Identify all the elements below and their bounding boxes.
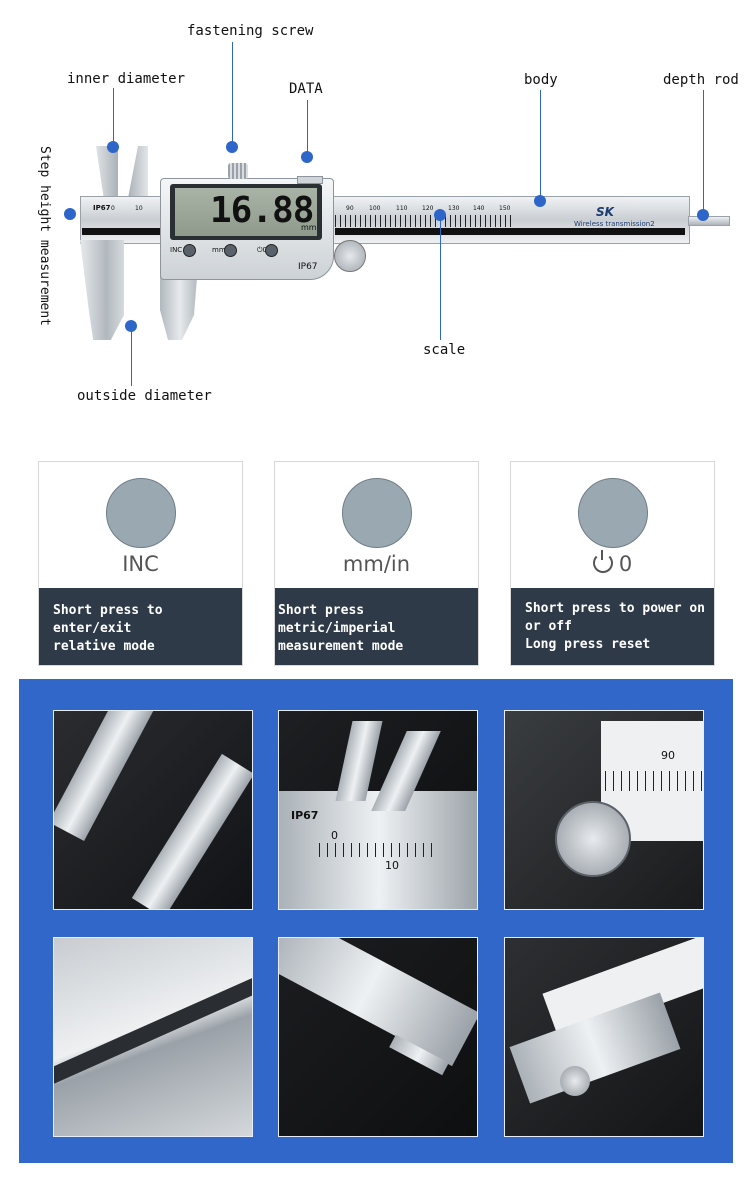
depth-rod-tip [688,216,730,226]
inner-jaw-left [96,146,118,198]
slider-ip-badge: IP67 [298,262,318,272]
photo-scale-number: 10 [385,859,399,872]
callout-dot [64,208,76,220]
callout-line [131,326,132,386]
lcd-screen [175,188,317,236]
callout-line [703,90,704,214]
fastening-screw-part [228,163,248,179]
thumb-wheel-photo: 90 [504,710,704,910]
label-inner-diameter: inner diameter [67,71,186,87]
button-card-mm-in: mm/in Short press metric/imperial measur… [274,461,479,666]
data-port [297,176,323,184]
jaw-scale-number: 10 [135,205,143,212]
button-card-inc: INC Short press to enter/exit relative m… [38,461,243,666]
callout-line [113,88,114,146]
beam-stripe [335,228,685,235]
mm-in-button[interactable] [224,244,237,257]
label-outside-diameter: outside diameter [77,388,212,404]
beam-edge-photo [53,937,253,1137]
beam-groove [54,965,252,1087]
scale-number: 150 [499,205,511,212]
mm-in-label: mm/in [212,246,234,254]
power-button[interactable] [265,244,278,257]
scale-number: 90 [346,205,354,212]
scale-number: 100 [369,205,381,212]
jaw-tip [335,721,383,801]
scale-number: 110 [396,205,408,212]
callout-dot [301,151,313,163]
slider-side-photo [504,937,704,1137]
jaw-ip67-photo: IP67 0 10 [278,710,478,910]
jaw-ip-badge: IP67 [93,204,111,212]
inc-label: INC [170,246,183,254]
card-key-label: 0 [511,550,714,576]
label-depth-rod: depth rod [663,72,739,88]
thumb-wheel-part [555,801,631,877]
callout-dot [434,209,446,221]
inner-jaw-right [128,146,148,198]
scale-number: 130 [448,205,460,212]
lcd-unit: mm [301,223,317,232]
brand-logo: SK [596,205,614,219]
label-body: body [524,72,558,88]
main-scale-ticks [335,215,515,227]
callout-dot [697,209,709,221]
callout-line [440,215,441,340]
callout-dot [534,195,546,207]
photo-ticks [319,843,439,857]
mm-in-button-icon [342,478,412,548]
callout-line [307,100,308,156]
button-card-power: 0 Short press to power on or off Long pr… [510,461,715,666]
brand-subtitle: Wireless transmission2 [574,220,655,228]
inc-button-icon [106,478,176,548]
callout-dot [226,141,238,153]
jaw-blade [131,753,252,909]
callout-dot [107,141,119,153]
lcd-reading: 16.88 [210,190,314,231]
label-step-height: Step height measurement [37,146,52,327]
jaw-scale-number: 0 [111,205,115,212]
photo-scale-number: 90 [661,749,675,762]
jaw-blade [54,711,160,842]
beam-stripe-left [82,228,162,235]
depth-rod-photo [278,937,478,1137]
inner-jaw-tips-photo [53,710,253,910]
scale-number: 140 [473,205,485,212]
thumb-wheel [334,240,366,272]
thumb-wheel-part [560,1066,590,1096]
beam-end [279,938,477,1067]
photo-ip-text: IP67 [291,809,319,822]
scale-number: 120 [422,205,434,212]
label-scale: scale [423,342,466,358]
callout-line [540,90,541,200]
photo-ticks [605,771,703,791]
card-description: Short press to power on or off Long pres… [511,588,714,665]
power-label: ⏻0 [257,246,267,254]
outer-jaw-left [80,240,124,340]
detail-gallery: IP67 0 10 90 [19,679,733,1163]
card-description: Short press to enter/exit relative mode [39,588,242,665]
inc-button[interactable] [183,244,196,257]
power-button-icon [578,478,648,548]
label-fastening-screw: fastening screw [187,23,314,39]
power-icon [592,550,613,573]
power-key-text: 0 [618,552,633,576]
photo-scale-number: 0 [331,829,338,842]
callout-dot [125,320,137,332]
card-key-label: INC [122,552,159,576]
card-description: Short press metric/imperial measurement … [275,588,478,665]
callout-line [232,42,233,146]
card-key-label: mm/in [342,552,411,576]
label-data: DATA [289,81,323,97]
